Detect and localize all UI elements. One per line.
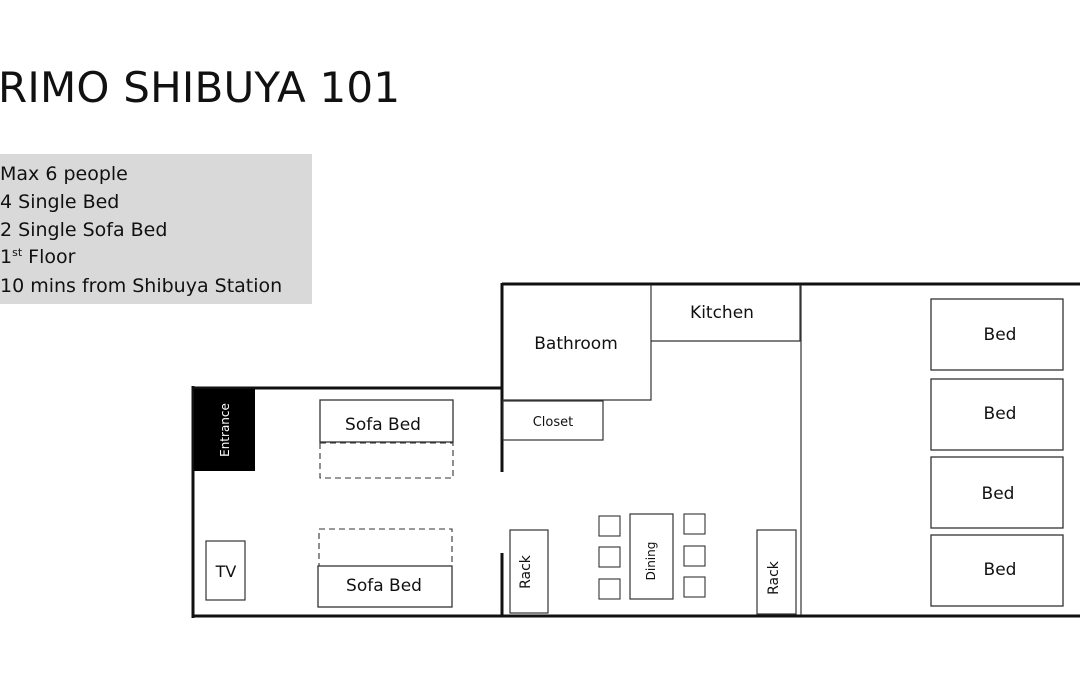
closet-label: Closet xyxy=(533,415,574,430)
bed-2 xyxy=(930,378,1064,451)
sofa-bed-bottom-frame xyxy=(317,565,453,608)
info-floor-number: 1 xyxy=(0,246,13,268)
info-max-people: Max 6 people xyxy=(0,163,128,185)
sofa-bed-bottom: Sofa Bed xyxy=(317,528,453,608)
dining-chairs xyxy=(598,513,706,600)
entrance-block xyxy=(194,389,255,471)
tv-unit xyxy=(205,540,246,601)
info-single-beds: 4 Single Bed xyxy=(0,191,120,213)
bed-4-label: Bed xyxy=(984,560,1017,580)
sofa-bed-bottom-label: Sofa Bed xyxy=(346,576,422,596)
dining-chair xyxy=(683,576,706,598)
info-sofa-beds: 2 Single Sofa Bed xyxy=(0,219,168,241)
property-info-box: Max 6 people 4 Single Bed 2 Single Sofa … xyxy=(0,154,312,304)
bed-1-label: Bed xyxy=(984,325,1017,345)
rack-right xyxy=(756,529,797,615)
info-access: 10 mins from Shibuya Station xyxy=(0,275,283,297)
kitchen-wall xyxy=(651,285,801,342)
tv-label: TV xyxy=(215,562,237,581)
bed-3-label: Bed xyxy=(982,484,1015,504)
beds: Bed Bed Bed Bed xyxy=(930,298,1064,607)
bed-2-label: Bed xyxy=(984,404,1017,424)
dining-chair xyxy=(598,546,621,568)
dining-chair xyxy=(598,515,621,537)
sofa-bed-top: Sofa Bed xyxy=(319,399,454,479)
rack-left xyxy=(509,529,549,614)
sofa-bed-top-label: Sofa Bed xyxy=(345,415,421,435)
bathroom-wall xyxy=(502,285,652,401)
info-floor-word: Floor xyxy=(22,246,76,268)
bed-3 xyxy=(930,456,1064,529)
sofa-bed-top-extension xyxy=(319,442,454,479)
page-title: RIMO SHIBUYA 101 xyxy=(0,63,401,112)
dining-label: Dining xyxy=(644,542,658,581)
entrance-label: Entrance xyxy=(218,403,232,457)
bed-4 xyxy=(930,534,1064,607)
rack-right-label: Rack xyxy=(766,560,782,595)
bathroom-label: Bathroom xyxy=(534,334,618,354)
closet-box xyxy=(502,400,604,441)
dining-chair xyxy=(683,513,706,535)
outer-walls xyxy=(191,282,1080,618)
info-floor: 1st Floor xyxy=(0,245,75,269)
sofa-bed-bottom-extension xyxy=(318,528,453,567)
dining-table xyxy=(629,513,674,600)
sofa-bed-top-frame xyxy=(319,399,454,443)
kitchen-label: Kitchen xyxy=(690,303,754,323)
bed-1 xyxy=(930,298,1064,371)
dining-chair xyxy=(683,545,706,567)
dining-chair xyxy=(598,578,621,600)
info-floor-suffix: st xyxy=(12,246,23,259)
interior-walls xyxy=(502,285,802,615)
rack-left-label: Rack xyxy=(518,554,534,589)
